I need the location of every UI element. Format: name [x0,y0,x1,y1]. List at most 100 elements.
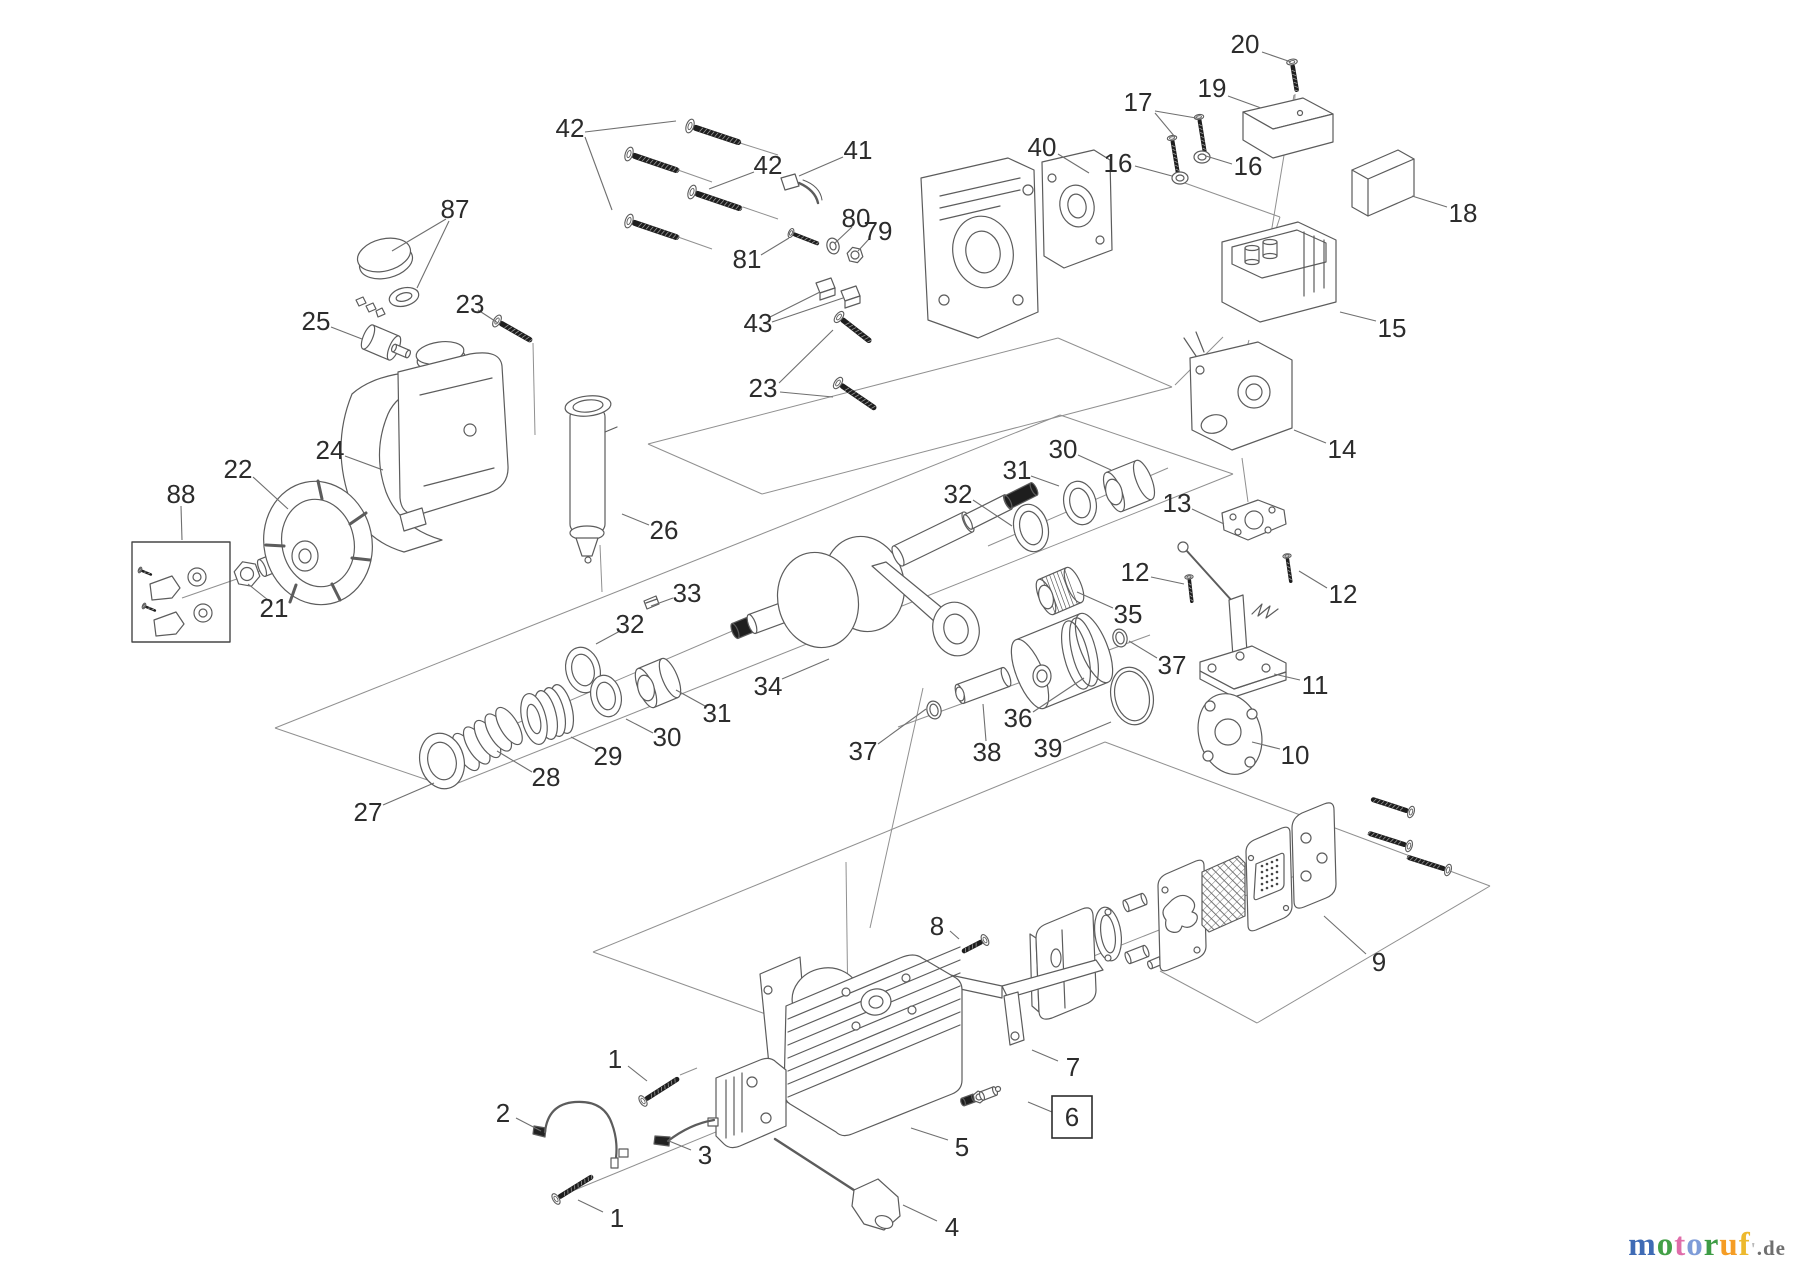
svg-text:28: 28 [532,762,561,792]
muffler-tubes [1122,892,1166,970]
needle-bearing-35 [1035,566,1085,616]
ignition-coil-3 [707,1057,787,1149]
spark-screen-mesh [1201,855,1246,933]
callout-23: 23 [456,289,485,319]
callout-3: 3 [698,1140,712,1170]
washer-32-right [1012,503,1050,553]
svg-text:40: 40 [1028,132,1057,162]
muffler-end-cover [1291,802,1337,909]
callout-21: 21 [260,593,289,623]
svg-text:79: 79 [864,216,893,246]
callout-38: 38 [973,737,1002,767]
svg-text:1: 1 [608,1044,622,1074]
callout-81: 81 [733,244,762,274]
callout-37: 37 [849,736,878,766]
callout-29: 29 [594,741,623,771]
ring-31-right [1062,480,1098,526]
svg-text:24: 24 [316,435,345,465]
callout-43: 43 [744,308,773,338]
carb-gasket-13 [1221,499,1287,541]
screws-1 [551,1076,680,1205]
heat-shield-plate [1157,859,1207,972]
logo-letter: o [1686,1227,1704,1263]
callout-18: 18 [1449,198,1478,228]
svg-text:30: 30 [1049,434,1078,464]
svg-text:31: 31 [1003,455,1032,485]
wrist-pin-38 [954,666,1012,705]
grommets-16 [1171,150,1211,185]
logo-letter: o [1656,1227,1675,1263]
callout-5: 5 [955,1132,969,1162]
callout-37: 37 [1158,650,1187,680]
circlip-37-left [926,700,942,720]
svg-text:19: 19 [1198,73,1227,103]
callout-12: 12 [1121,557,1150,587]
svg-text:39: 39 [1034,733,1063,763]
callout-88: 88 [167,479,196,509]
callout-1: 1 [610,1203,624,1233]
callout-16: 16 [1104,148,1133,178]
logo-letter: t [1674,1227,1687,1263]
nut-21 [233,561,261,587]
brand-logo: motoruf'.de [1628,1227,1786,1264]
svg-text:21: 21 [260,593,289,623]
svg-text:12: 12 [1121,557,1150,587]
cylinder-5 [759,946,963,1137]
callout-35: 35 [1114,599,1143,629]
callout-13: 13 [1163,488,1192,518]
svg-text:37: 37 [849,736,878,766]
coil-wire-3 [618,1118,716,1158]
callout-42: 42 [556,113,585,143]
square-nuts-43 [815,277,861,309]
callout-9: 9 [1372,947,1386,977]
screw-81 [787,227,820,246]
callout-41: 41 [844,135,873,165]
spring-cup-29 [520,684,575,745]
callout-20: 20 [1231,29,1260,59]
woodruff-key-33 [643,595,660,610]
kill-wire-2 [532,1100,619,1169]
callout-22: 22 [224,454,253,484]
crankshaft-34 [730,482,1039,657]
tank-housing-24 [340,341,509,553]
screws-17 [1166,113,1208,181]
callout-31: 31 [703,698,732,728]
callout-39: 39 [1034,733,1063,763]
svg-text:8: 8 [930,911,944,941]
crankcase-40 [920,149,1113,339]
plug-boot-4 [773,1137,901,1231]
screw-8 [961,934,990,954]
screw-12-right [1282,553,1293,584]
svg-text:31: 31 [703,698,732,728]
svg-text:12: 12 [1329,579,1358,609]
filter-cover-19 [1242,97,1334,159]
svg-text:87: 87 [441,194,470,224]
svg-text:30: 30 [653,722,682,752]
svg-text:13: 13 [1163,488,1192,518]
tube-26 [564,395,618,564]
svg-text:80: 80 [842,203,871,233]
svg-text:14: 14 [1328,434,1357,464]
callout-30: 30 [653,722,682,752]
clutch-kit-box-88 [131,541,231,643]
svg-text:25: 25 [302,306,331,336]
spring-28 [452,706,523,772]
callout-40: 40 [1028,132,1057,162]
svg-text:3: 3 [698,1140,712,1170]
logo-letter: m [1628,1227,1657,1263]
svg-text:38: 38 [973,737,1002,767]
callout-14: 14 [1328,434,1357,464]
svg-text:27: 27 [354,797,383,827]
svg-text:2: 2 [496,1098,510,1128]
svg-text:88: 88 [167,479,196,509]
svg-text:7: 7 [1066,1052,1080,1082]
screw-12-left [1184,574,1194,604]
shield-plate-vents [1245,826,1293,932]
callout-80: 80 [842,203,871,233]
svg-text:23: 23 [456,289,485,319]
callout-36: 36 [1004,703,1033,733]
fuel-filter-25 [360,324,412,361]
callout-42: 42 [754,150,783,180]
svg-text:33: 33 [673,578,702,608]
